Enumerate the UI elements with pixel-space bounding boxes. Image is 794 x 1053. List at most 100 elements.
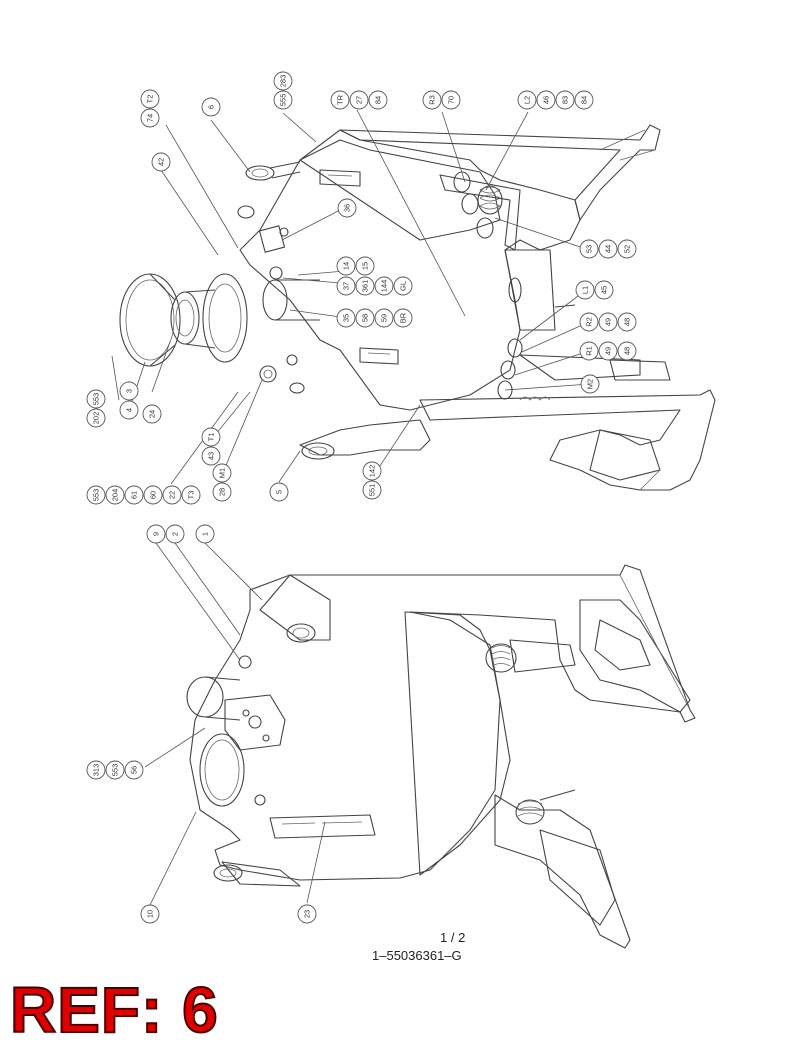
- callout-upper-16-1: 553: [86, 389, 106, 409]
- callout-label: 36: [343, 204, 352, 212]
- callout-label: 2: [171, 532, 180, 536]
- callout-upper-3-0: TR: [330, 90, 350, 110]
- callout-upper-9-3: GL: [393, 276, 413, 296]
- callout-upper-11-0: 53: [579, 239, 599, 259]
- callout-upper-1-0: 6: [201, 97, 221, 117]
- callout-label: L1: [581, 286, 590, 294]
- callout-label: 56: [130, 766, 139, 774]
- ref-stamp: REF: 6: [9, 974, 219, 1046]
- callout-upper-19-1: T1: [201, 427, 221, 447]
- callout-label: BR: [399, 312, 408, 323]
- callout-label: 42: [157, 158, 166, 166]
- callout-upper-4-1: 70: [441, 90, 461, 110]
- callout-upper-20-0: 28: [212, 482, 232, 502]
- callout-upper-10-1: 58: [355, 308, 375, 328]
- callout-upper-2-0: 555: [273, 90, 293, 110]
- callout-lower-1-0: 2: [165, 524, 185, 544]
- callout-upper-3-1: 27: [349, 90, 369, 110]
- callout-upper-13-1: 49: [598, 312, 618, 332]
- callout-upper-17-1: 3: [119, 381, 139, 401]
- callout-lower-2-0: 1: [195, 524, 215, 544]
- callout-lower-3-2: 56: [124, 760, 144, 780]
- callout-label: 5: [275, 490, 284, 494]
- callout-label: T1: [207, 433, 216, 442]
- callout-upper-7-0: 36: [337, 198, 357, 218]
- callout-label: M1: [218, 468, 227, 478]
- callout-upper-6-0: 42: [151, 152, 171, 172]
- callout-lower-3-0: 313: [86, 760, 106, 780]
- callout-upper-22-1: 142: [362, 461, 382, 481]
- callout-label: M2: [586, 379, 595, 389]
- callout-upper-20-1: M1: [212, 463, 232, 483]
- callout-label: L2: [523, 96, 532, 104]
- callout-label: 48: [623, 347, 632, 355]
- callout-label: 142: [368, 465, 377, 478]
- callout-label: 4: [125, 408, 134, 412]
- callout-label: TR: [336, 94, 345, 105]
- lower-leader-lines: [144, 542, 326, 906]
- callout-lower-0-0: 9: [146, 524, 166, 544]
- callout-label: 283: [279, 75, 288, 88]
- callout-upper-5-3: 84: [574, 90, 594, 110]
- callout-upper-17-0: 4: [119, 400, 139, 420]
- callout-upper-23-5: T3: [181, 485, 201, 505]
- callout-label: 74: [146, 114, 155, 122]
- callout-upper-23-2: 61: [124, 485, 144, 505]
- callout-label: R3: [428, 95, 437, 105]
- callout-upper-8-1: 15: [355, 256, 375, 276]
- callout-label: 61: [130, 491, 139, 499]
- callout-label: 60: [149, 491, 158, 499]
- callout-upper-16-0: 202: [86, 408, 106, 428]
- callout-label: 27: [355, 96, 364, 104]
- callout-label: 37: [342, 282, 351, 290]
- callout-upper-21-0: 5: [269, 482, 289, 502]
- callout-label: 202: [92, 412, 101, 425]
- callout-label: 58: [361, 314, 370, 322]
- callout-upper-18-0: 24: [142, 404, 162, 424]
- callout-label: 15: [361, 262, 370, 270]
- callout-label: 84: [374, 96, 383, 104]
- callout-label: 10: [146, 910, 155, 918]
- callout-label: 24: [148, 410, 157, 418]
- callout-upper-10-3: BR: [393, 308, 413, 328]
- callout-upper-9-1: 361: [355, 276, 375, 296]
- callout-upper-19-0: 43: [201, 446, 221, 466]
- callout-label: 53: [585, 245, 594, 253]
- callout-upper-14-2: 48: [617, 341, 637, 361]
- callout-label: 43: [207, 452, 216, 460]
- callout-upper-8-0: 14: [336, 256, 356, 276]
- callout-upper-14-1: 49: [598, 341, 618, 361]
- callout-upper-13-2: 48: [617, 312, 637, 332]
- callout-upper-0-0: 74: [140, 108, 160, 128]
- callout-label: GL: [399, 281, 408, 291]
- callout-label: 84: [580, 96, 589, 104]
- callout-lower-3-1: 553: [105, 760, 125, 780]
- callout-label: 59: [380, 314, 389, 322]
- callout-upper-14-0: R1: [579, 341, 599, 361]
- callout-label: 28: [218, 488, 227, 496]
- callout-label: T2: [146, 95, 155, 104]
- callout-upper-22-0: 551: [362, 480, 382, 500]
- callout-label: 3: [125, 389, 134, 393]
- callout-upper-0-1: T2: [140, 89, 160, 109]
- callout-upper-10-2: 59: [374, 308, 394, 328]
- callout-label: 46: [542, 96, 551, 104]
- page-number: 1 / 2: [440, 930, 466, 945]
- callout-upper-11-2: 52: [617, 239, 637, 259]
- callout-label: 14: [342, 262, 351, 270]
- callout-label: 553: [92, 489, 101, 502]
- callout-label: 52: [623, 245, 632, 253]
- callout-label: 9: [152, 532, 161, 536]
- callout-label: 144: [380, 280, 389, 293]
- callout-lower-4-0: 10: [140, 904, 160, 924]
- callout-label: 6: [207, 105, 216, 109]
- callout-label: 23: [303, 910, 312, 918]
- callout-upper-15-0: M2: [580, 374, 600, 394]
- callout-label: 204: [111, 489, 120, 502]
- callout-upper-2-1: 283: [273, 71, 293, 91]
- callout-label: 44: [604, 245, 613, 253]
- callout-upper-5-1: 46: [536, 90, 556, 110]
- callout-label: 551: [368, 484, 377, 497]
- callout-label: R2: [585, 317, 594, 327]
- callout-label: R1: [585, 346, 594, 356]
